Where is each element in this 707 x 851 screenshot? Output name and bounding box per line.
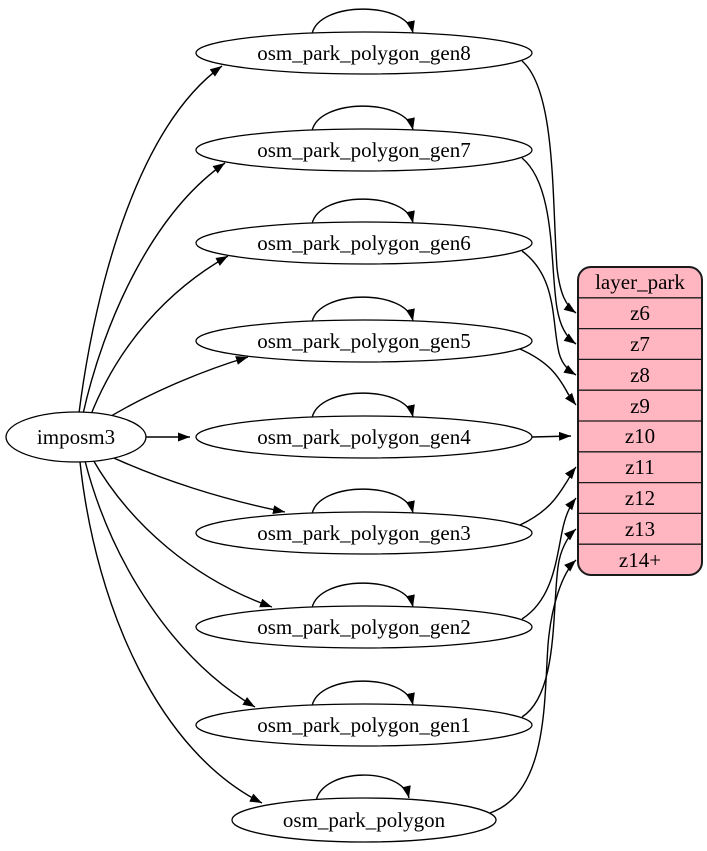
edge-osm-park-polygon-gen8-to-z6: [521, 60, 577, 314]
node-shape: [195, 31, 533, 75]
node-osm-park-polygon-gen5: osm_park_polygon_gen5: [195, 319, 533, 363]
node-label: osm_park_polygon_gen8: [257, 41, 470, 65]
imposm3-label: imposm3: [37, 425, 115, 449]
layer-park-row-z7: z7: [630, 332, 650, 356]
layer-park-row-z8: z8: [630, 363, 650, 387]
self-loop-osm-park-polygon-gen5: [311, 296, 415, 323]
self-loop-osm-park-polygon-gen2: [311, 582, 415, 609]
node-osm-park-polygon-gen3: osm_park_polygon_gen3: [195, 511, 533, 555]
node-label: osm_park_polygon: [283, 808, 446, 832]
node-layer-park: layer_park z6 z7 z8 z9 z10 z11 z12 z13 z…: [577, 266, 703, 576]
node-imposm3: imposm3: [5, 411, 147, 463]
layer-park-row-z13: z13: [625, 517, 655, 541]
node-shape: [195, 511, 533, 555]
node-shape: [195, 128, 533, 172]
self-loop-osm-park-polygon-gen7: [311, 105, 415, 132]
layer-park-row-z14plus: z14+: [619, 548, 661, 572]
node-osm-park-polygon-gen4: osm_park_polygon_gen4: [195, 415, 533, 459]
node-osm-park-polygon-gen6: osm_park_polygon_gen6: [195, 221, 533, 265]
layer-park-row-z12: z12: [625, 486, 655, 510]
edge-osm-park-polygon-gen2-to-z12: [521, 497, 577, 620]
node-shape: [195, 319, 533, 363]
edge-imposm3-to-osm-park-polygon-gen7: [82, 162, 226, 415]
edge-imposm3-to-osm-park-polygon-gen1: [84, 460, 256, 708]
layer-park-row-z11: z11: [625, 455, 655, 479]
layer-park-row-z9: z9: [630, 394, 650, 418]
node-shape: [195, 221, 533, 265]
edge-osm-park-polygon-gen7-to-z7: [521, 157, 577, 345]
layer-park-header: layer_park: [595, 270, 685, 294]
edge-imposm3-to-osm-park-polygon-gen5: [102, 356, 249, 422]
self-loop-osm-park-polygon-gen1: [311, 680, 415, 707]
node-label: osm_park_polygon_gen5: [257, 329, 470, 353]
edge-osm-park-polygon-gen4-to-z10: [531, 431, 572, 441]
edge-osm-park-polygon-gen5-to-z9: [519, 348, 577, 406]
node-osm-park-polygon-gen8: osm_park_polygon_gen8: [195, 31, 533, 75]
edges: [78, 8, 577, 814]
edge-imposm3-to-osm-park-polygon: [79, 461, 263, 804]
node-shape: [195, 415, 533, 459]
self-loop-osm-park-polygon-gen3: [311, 488, 415, 515]
node-label: osm_park_polygon_gen6: [257, 231, 470, 255]
imposm3-ellipse: [5, 411, 147, 463]
edge-imposm3-to-osm-park-polygon-gen2: [91, 457, 273, 608]
layer-park-row-z6: z6: [630, 301, 650, 325]
edge-imposm3-to-osm-park-polygon-gen3: [102, 452, 286, 515]
node-osm-park-polygon-gen7: osm_park_polygon_gen7: [195, 128, 533, 172]
self-loop-osm-park-polygon-gen4: [311, 392, 415, 419]
edge-osm-park-polygon-gen3-to-z11: [519, 466, 577, 526]
self-loop-osm-park-polygon-gen6: [311, 198, 415, 225]
self-loop-osm-park-polygon-gen8: [311, 8, 415, 35]
edge-osm-park-polygon-gen1-to-z13: [521, 528, 577, 718]
layer-park-row-z10: z10: [625, 424, 655, 448]
node-label: osm_park_polygon_gen2: [257, 615, 470, 639]
node-osm-park-polygon-gen1: osm_park_polygon_gen1: [195, 703, 533, 747]
node-shape: [195, 605, 533, 649]
node-shape: [195, 703, 533, 747]
node-label: osm_park_polygon_gen4: [257, 425, 471, 449]
node-osm-park-polygon: osm_park_polygon: [231, 797, 497, 843]
node-label: osm_park_polygon_gen7: [257, 138, 470, 162]
node-osm-park-polygon-gen2: osm_park_polygon_gen2: [195, 605, 533, 649]
self-loop-osm-park-polygon: [315, 774, 411, 802]
node-label: osm_park_polygon_gen3: [257, 521, 470, 545]
edge-imposm3-to-osm-park-polygon-gen8: [78, 65, 223, 414]
edge-osm-park-polygon-gen6-to-z8: [521, 250, 577, 376]
node-label: osm_park_polygon_gen1: [257, 713, 470, 737]
edge-imposm3-to-osm-park-polygon-gen6: [89, 255, 229, 418]
node-shape: [231, 797, 497, 843]
edge-osm-park-polygon-to-z14plus: [489, 559, 577, 814]
